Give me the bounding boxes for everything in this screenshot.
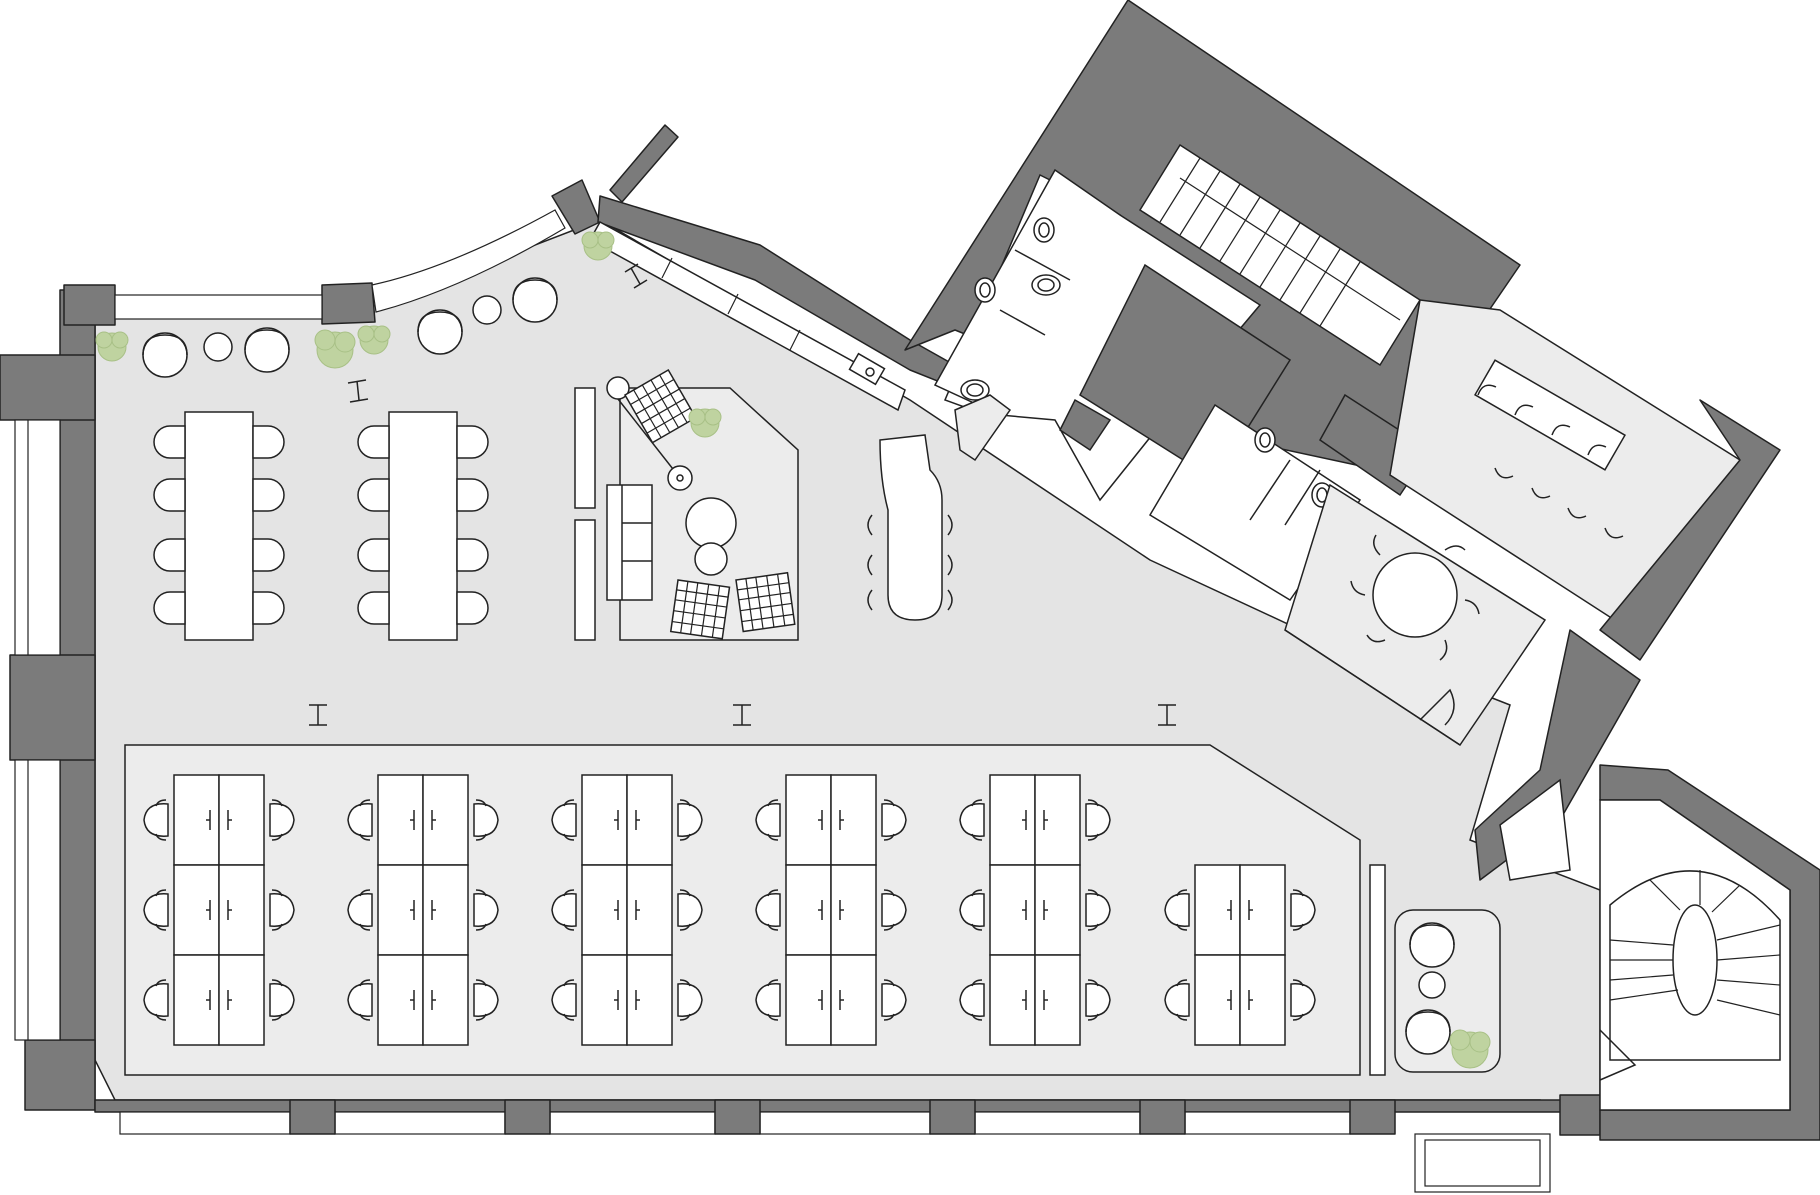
collab-tables — [153, 411, 489, 641]
bar-counter — [879, 434, 943, 621]
collab-table — [153, 411, 285, 641]
chair — [153, 425, 186, 459]
desk — [785, 864, 832, 956]
collab-table — [357, 411, 489, 641]
chair — [252, 425, 285, 459]
plant-icon — [581, 231, 615, 261]
desk — [422, 864, 469, 956]
desk — [218, 774, 265, 866]
column-markers — [309, 263, 1176, 726]
desk — [218, 864, 265, 956]
desk — [422, 774, 469, 866]
chair — [456, 591, 489, 625]
desk — [1239, 864, 1286, 956]
desk — [989, 864, 1036, 956]
desk — [218, 954, 265, 1046]
meeting-room-round — [1284, 483, 1547, 747]
chair — [456, 425, 489, 459]
desk — [989, 954, 1036, 1046]
round-meeting-table — [1372, 552, 1458, 638]
shelf — [574, 519, 596, 641]
desk — [626, 774, 673, 866]
plant-icon — [314, 329, 356, 369]
chair — [357, 478, 390, 512]
plants — [95, 231, 1491, 1069]
chair — [252, 478, 285, 512]
shelf — [1369, 864, 1386, 1076]
chair — [357, 425, 390, 459]
toilet-fixtures — [960, 217, 1333, 508]
lounge-grid-chairs — [623, 368, 796, 640]
main-stair — [1138, 143, 1422, 367]
desk — [785, 954, 832, 1046]
plant-icon — [357, 325, 391, 355]
desk — [785, 774, 832, 866]
desk — [1239, 954, 1286, 1046]
building-core — [904, 0, 1521, 602]
desk — [377, 864, 424, 956]
bar-stools — [867, 514, 953, 611]
desk — [830, 864, 877, 956]
chair — [153, 478, 186, 512]
desk — [377, 954, 424, 1046]
desk-cluster — [755, 774, 907, 1046]
meeting-chairs-long — [1477, 384, 1624, 539]
desk-cluster — [551, 774, 703, 1046]
desk-clusters — [143, 774, 1316, 1046]
desk — [830, 774, 877, 866]
desk — [581, 864, 628, 956]
desk — [377, 774, 424, 866]
sofa — [606, 484, 653, 601]
desk — [1034, 774, 1081, 866]
shelf — [574, 387, 596, 509]
chair — [252, 538, 285, 572]
desk — [581, 954, 628, 1046]
desk — [1034, 954, 1081, 1046]
chair — [252, 591, 285, 625]
meeting-room-long — [1389, 299, 1781, 661]
desk — [422, 954, 469, 1046]
desk — [173, 864, 220, 956]
chair — [153, 538, 186, 572]
desk — [173, 774, 220, 866]
desk-cluster — [143, 774, 295, 1046]
desk — [830, 954, 877, 1046]
long-meeting-table — [1474, 359, 1626, 471]
desk — [626, 864, 673, 956]
exterior-walls — [0, 124, 1601, 1193]
spiral-stair — [1599, 764, 1820, 1141]
coffee-table — [685, 497, 737, 549]
bottom-window-strip — [119, 1094, 1601, 1193]
desk — [1034, 864, 1081, 956]
desk — [1194, 954, 1241, 1046]
chair — [456, 538, 489, 572]
lounge-zone — [574, 368, 799, 641]
desk — [173, 954, 220, 1046]
chair — [153, 591, 186, 625]
desk — [626, 954, 673, 1046]
desk-cluster — [959, 774, 1111, 1046]
lounge-corner — [1369, 864, 1501, 1076]
chair — [456, 478, 489, 512]
desk — [581, 774, 628, 866]
desk — [1194, 864, 1241, 956]
desk-cluster — [1164, 864, 1316, 1046]
plant-icon — [1449, 1029, 1491, 1069]
desk — [989, 774, 1036, 866]
chair — [357, 538, 390, 572]
armchairs-top — [142, 277, 558, 378]
plant-icon — [688, 408, 722, 438]
plant-icon — [95, 331, 129, 362]
kitchenette — [588, 220, 1012, 621]
restroom-area — [933, 168, 1262, 502]
chair — [357, 591, 390, 625]
desk-cluster — [347, 774, 499, 1046]
